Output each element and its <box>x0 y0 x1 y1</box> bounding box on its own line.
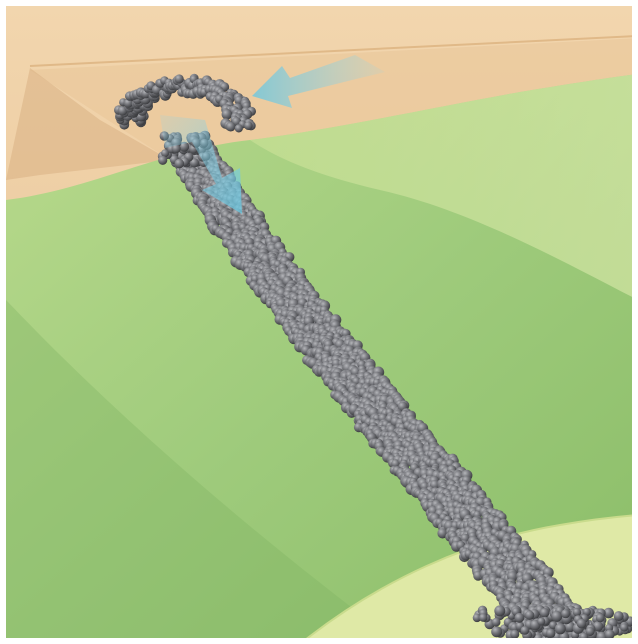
particle <box>577 619 587 629</box>
particle <box>551 611 562 622</box>
particle <box>614 611 624 621</box>
particle <box>479 614 487 622</box>
particle <box>546 629 555 638</box>
particle <box>244 121 253 130</box>
particle <box>596 614 605 623</box>
particle <box>175 159 185 169</box>
particle <box>515 613 525 623</box>
particle <box>525 611 534 620</box>
particle <box>561 609 570 618</box>
particle <box>492 618 501 627</box>
particle <box>226 122 236 132</box>
particle <box>620 623 628 631</box>
particle <box>491 626 502 637</box>
particle <box>540 608 550 618</box>
particle <box>555 623 566 634</box>
particle <box>510 630 519 639</box>
particle <box>494 605 505 616</box>
particle <box>222 109 233 120</box>
particle <box>521 626 530 635</box>
particle <box>586 627 595 636</box>
particle <box>537 618 545 626</box>
particle <box>175 74 184 83</box>
particle <box>158 156 167 165</box>
particle <box>573 608 581 616</box>
particle <box>235 124 243 132</box>
